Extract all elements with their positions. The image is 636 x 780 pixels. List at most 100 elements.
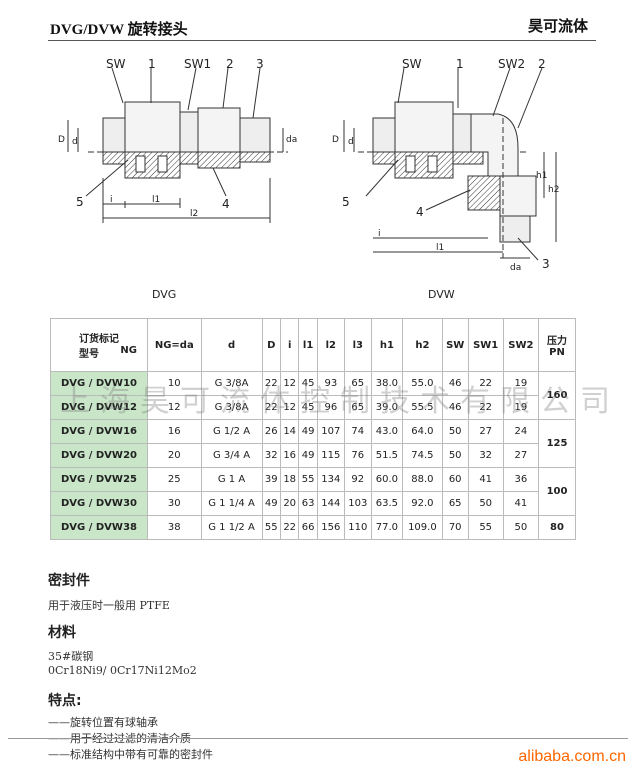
table-cell: 19 (502, 371, 540, 396)
table-cell: 19 (502, 395, 540, 420)
table-header-row: 订货标记 型号 NG NG=da d D i l1 l2 l3 h1 h2 SW… (50, 318, 576, 372)
table-cell: 51.5 (370, 443, 404, 468)
table-cell: 63.5 (370, 491, 404, 516)
row-ng: 38 (123, 522, 137, 533)
table-cell: 55 (298, 467, 318, 492)
dvw-label-sw: SW (402, 58, 422, 71)
table-cell: 92.0 (402, 491, 443, 516)
dvw-label-i: i (378, 229, 381, 239)
table-cell: 77.0 (370, 515, 404, 540)
dvw-label-l1: l1 (436, 243, 444, 253)
header-col-3: i (279, 318, 300, 372)
table-cell: 25 (147, 467, 202, 492)
table-cell: 76 (343, 443, 372, 468)
table-cell: 134 (316, 467, 345, 492)
brand-name: 昊可流体 (527, 17, 588, 35)
header-col-6: l3 (343, 318, 372, 372)
feature-1: ——旋转位置有球轴承 (48, 716, 158, 729)
table-cell: 27 (502, 443, 540, 468)
header-type: 型号 (79, 349, 99, 360)
footer-site[interactable]: alibaba.com.cn (518, 748, 626, 765)
table-cell: G 1 A (200, 467, 263, 492)
table-cell: 74 (343, 419, 372, 444)
table-cell: 20 (279, 491, 300, 516)
table-cell: 22 (261, 371, 281, 396)
material-title: 材料 (48, 625, 76, 641)
seal-text: 用于液压时一般用 PTFE (48, 599, 170, 612)
table-cell: 22 (467, 371, 504, 396)
doc-title: DVG/DVW 旋转接头 (50, 18, 188, 39)
dvg-label-l1: l1 (152, 195, 160, 205)
table-cell: 156 (316, 515, 345, 540)
table-cell: 64.0 (402, 419, 443, 444)
header-col-2: D (261, 318, 281, 372)
table-cell: 12 (279, 371, 300, 396)
table-cell: 39.0 (370, 395, 404, 420)
feature-title: 特点: (48, 693, 82, 709)
row-type: DVG / DVW (61, 522, 123, 533)
table-cell: 49 (261, 491, 281, 516)
seal-title: 密封件 (48, 573, 90, 589)
table-cell: 60.0 (370, 467, 404, 492)
dvw-label-h1: h1 (536, 171, 547, 181)
table-cell: 32 (467, 443, 504, 468)
table-cell: 24 (502, 419, 540, 444)
table-cell: 12 (279, 395, 300, 420)
table-cell: 10 (147, 371, 202, 396)
row-ng: 25 (123, 474, 137, 485)
table-cell: 43.0 (370, 419, 404, 444)
dvg-label-4: 4 (222, 197, 230, 211)
material-line2: 0Cr18Ni9/ 0Cr17Ni12Mo2 (48, 664, 197, 677)
dvw-label-sw2: SW2 (498, 58, 525, 71)
footer-divider (8, 738, 628, 739)
row-ng: 12 (123, 402, 137, 413)
table-cell: G 1/2 A (200, 419, 263, 444)
dvg-label-i: i (110, 195, 113, 205)
table-cell: 45 (298, 371, 318, 396)
table-cell: 55 (467, 515, 504, 540)
table-cell: 49 (298, 419, 318, 444)
table-cell: 50 (441, 443, 469, 468)
table-cell: 103 (343, 491, 372, 516)
table-cell: 14 (279, 419, 300, 444)
table-cell: 41 (502, 491, 540, 516)
table-cell: 41 (467, 467, 504, 492)
dvg-label-2: 2 (226, 58, 234, 71)
row-type: DVG / DVW (61, 498, 123, 509)
table-cell: 22 (467, 395, 504, 420)
row-ng: 20 (123, 450, 137, 461)
dvg-label-sw1: SW1 (184, 58, 211, 71)
table-cell: 16 (279, 443, 300, 468)
dvw-drawing (343, 67, 557, 261)
table-cell: 50 (467, 491, 504, 516)
table-cell: 50 (502, 515, 540, 540)
header-col-9: SW (441, 318, 469, 372)
table-cell: 36 (502, 467, 540, 492)
table-cell: 65 (343, 395, 372, 420)
dvw-label-2: 2 (538, 58, 546, 71)
dvw-label-1: 1 (456, 58, 464, 71)
table-cell: 22 (279, 515, 300, 540)
table-cell: 55 (261, 515, 281, 540)
table-cell: 32 (261, 443, 281, 468)
table-cell: 26 (261, 419, 281, 444)
dvg-label-D: D (58, 135, 65, 145)
table-cell: 12 (147, 395, 202, 420)
table-cell: G 3/8A (200, 395, 263, 420)
table-cell: 74.5 (402, 443, 443, 468)
header-col-0: NG=da (147, 318, 202, 372)
dvw-label-h2: h2 (548, 185, 559, 195)
header-col-7: h1 (370, 318, 404, 372)
table-cell: 107 (316, 419, 345, 444)
table-cell: 38.0 (370, 371, 404, 396)
table-cell: G 3/8A (200, 371, 263, 396)
table-cell: 18 (279, 467, 300, 492)
